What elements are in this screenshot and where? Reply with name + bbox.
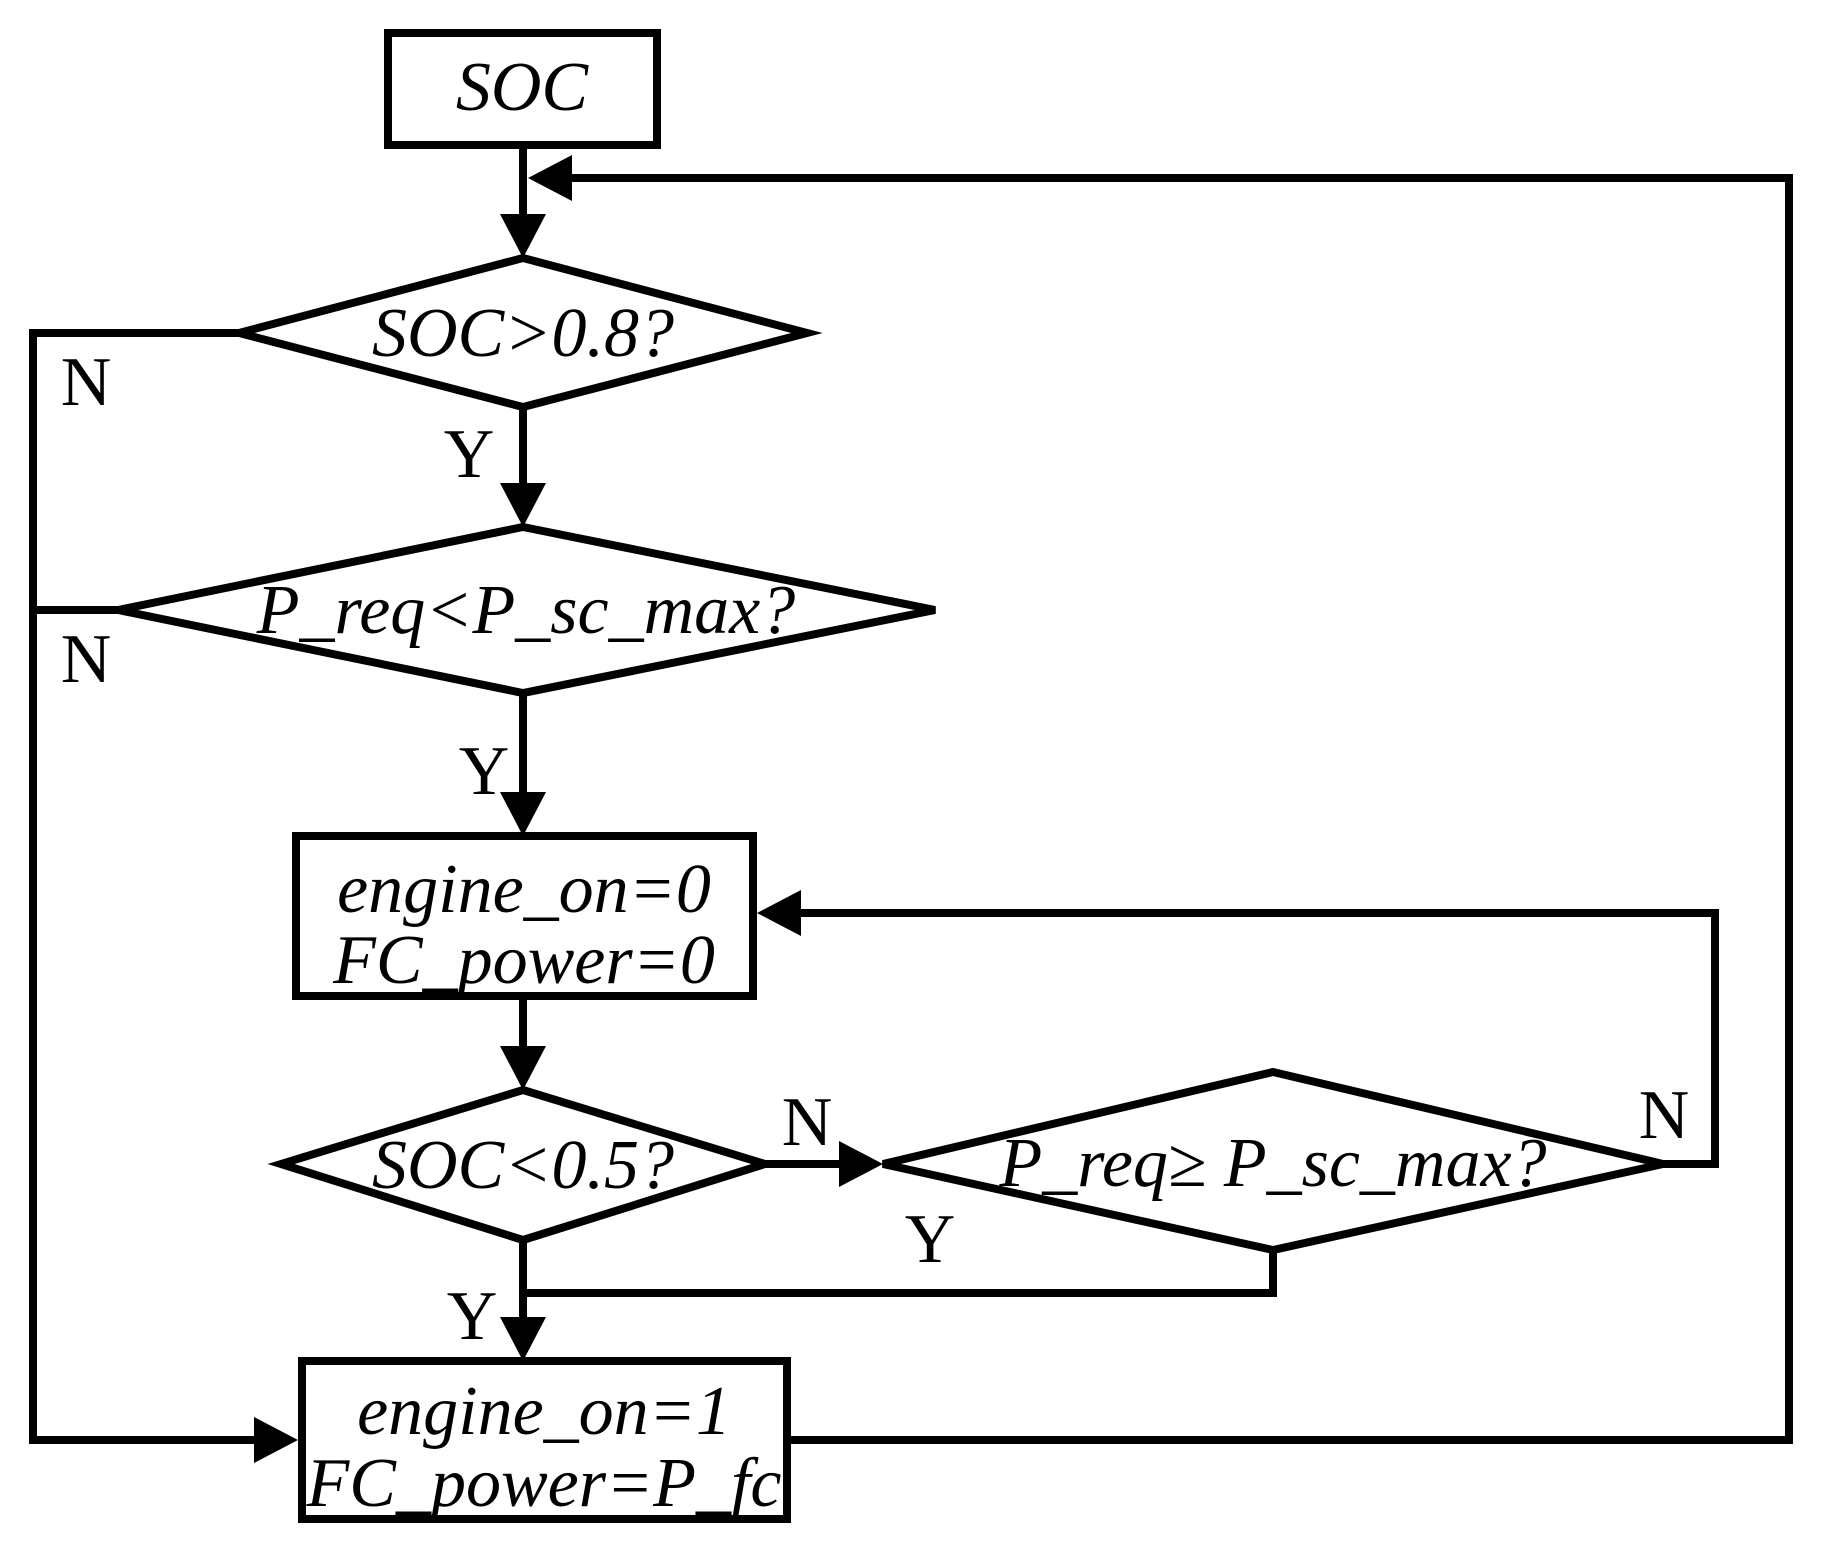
arrowhead-into-p1-icon (500, 792, 546, 836)
arrowhead-into-p1-right-icon (757, 890, 801, 936)
edge-d4-no-to-p1 (801, 909, 1719, 1168)
node-soc-box (384, 29, 661, 149)
node-p2-line2: FC_power=P_fc (306, 1445, 782, 1522)
label-d2-no: N (61, 621, 112, 698)
label-d1-no: N (61, 344, 112, 421)
edge-d4-yes-join (519, 1250, 1277, 1297)
arrowhead-into-d3-icon (500, 1046, 546, 1090)
edge-no-rail-left (29, 329, 254, 1444)
node-soc-label: SOC (456, 49, 590, 126)
node-p1-line1: engine_on=0 (337, 851, 711, 928)
node-p2-box (298, 1357, 791, 1523)
label-d3-no: N (782, 1084, 833, 1161)
label-d3-yes: Y (447, 1278, 498, 1355)
node-d1-label: SOC>0.8? (372, 295, 674, 372)
label-d1-yes: Y (444, 416, 495, 493)
node-d3-diamond (267, 1085, 779, 1245)
node-d2-label: P_req<P_sc_max? (256, 572, 795, 649)
arrowhead-into-d2-icon (500, 483, 546, 527)
node-d4-diamond (882, 1067, 1664, 1255)
node-d1-diamond (223, 253, 823, 412)
edge-p2-feedback-loop (572, 174, 1793, 1444)
node-d3-label: SOC<0.5? (372, 1127, 674, 1204)
arrowhead-into-p2-left-icon (254, 1417, 298, 1463)
label-d4-no: N (1639, 1077, 1690, 1154)
arrowhead-into-p2-icon (500, 1317, 546, 1361)
node-p2-line1: engine_on=1 (357, 1373, 731, 1450)
arrowhead-into-soc-line-icon (528, 155, 572, 201)
node-d4-label: P_req≥ P_sc_max? (998, 1125, 1546, 1202)
node-p1-line2: FC_power=0 (332, 922, 715, 999)
label-d2-yes: Y (459, 733, 510, 810)
arrowhead-into-d4-icon (839, 1141, 883, 1187)
node-d2-diamond (117, 522, 936, 698)
arrowhead-into-d1-icon (500, 214, 546, 258)
label-d4-yes: Y (905, 1201, 956, 1278)
node-p1-box (292, 832, 757, 1000)
